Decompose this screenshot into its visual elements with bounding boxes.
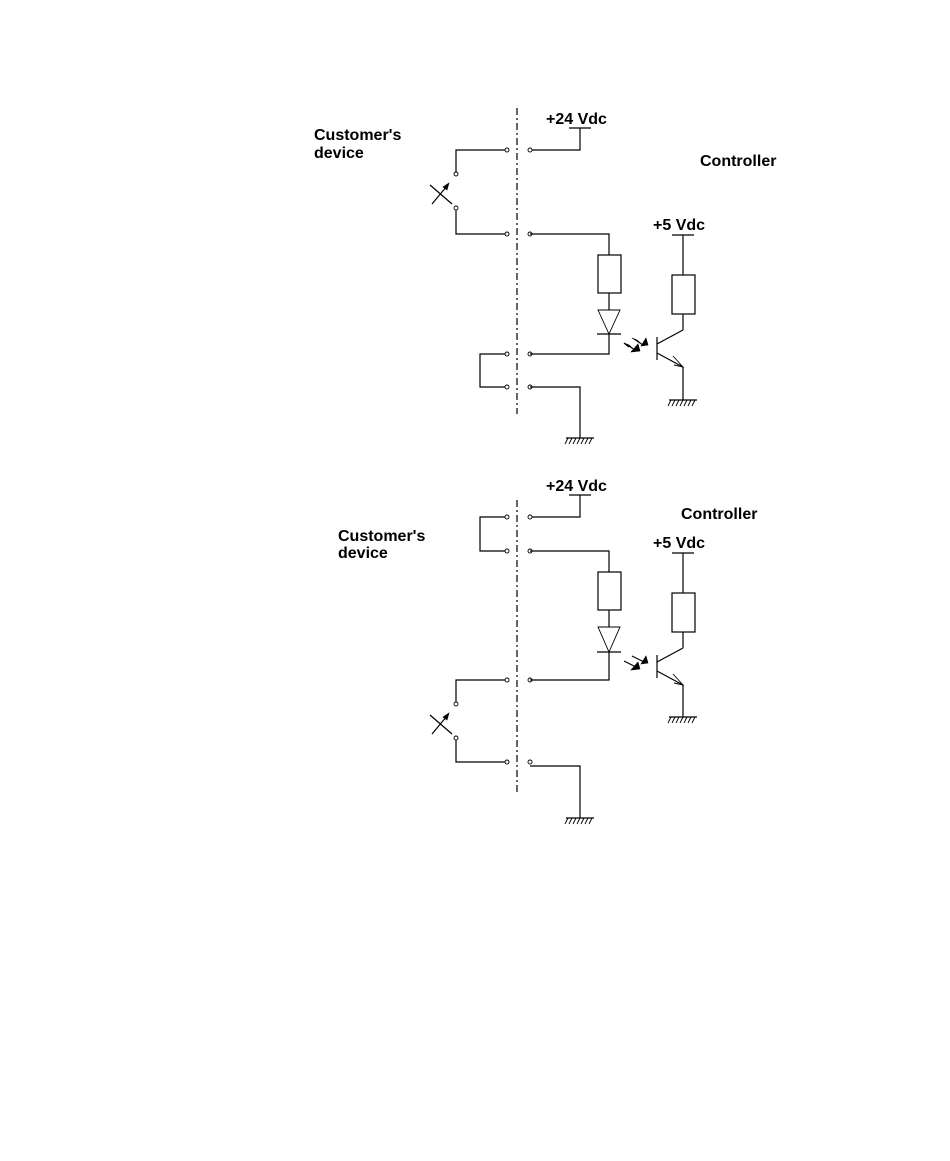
supply-24v-wire (530, 128, 580, 150)
diagram-1: Customer's device +24 Vdc Controller +5 … (314, 108, 776, 444)
switch-wire-bottom (456, 739, 507, 762)
controller-ground-icon (668, 717, 697, 723)
supply-24v-label: +24 Vdc (546, 478, 607, 495)
connector-terminals (505, 148, 532, 389)
controller-ground-icon (668, 400, 697, 406)
input-wire (530, 551, 609, 572)
ground-wire (530, 766, 580, 818)
supply-24v-label: +24 Vdc (546, 111, 607, 128)
connector-terminals (505, 515, 532, 764)
optocoupler-led-icon (597, 627, 648, 670)
phototransistor-icon (657, 330, 683, 367)
supply-24v-wire (530, 495, 580, 517)
led-return-wire (530, 652, 609, 680)
switch-wire-top (456, 150, 507, 172)
switch-wire-bottom (456, 209, 507, 234)
diagram-2: Customer's device +24 Vdc Controller +5 … (338, 478, 757, 824)
input-resistor (598, 255, 621, 293)
jumper-wire (480, 517, 507, 551)
switch-contact-icon (430, 172, 458, 210)
led-return-wire (530, 334, 609, 354)
switch-contact-icon (430, 702, 458, 740)
pullup-resistor (672, 275, 695, 314)
input-wire (530, 234, 609, 255)
ground-wire (530, 387, 580, 438)
ground-icon (565, 818, 594, 824)
optocoupler-led-icon (597, 310, 648, 352)
input-resistor (598, 572, 621, 610)
pullup-resistor (672, 593, 695, 632)
customer-device-label-line2: device (314, 145, 364, 162)
switch-wire-top (456, 680, 507, 702)
phototransistor-icon (657, 648, 683, 685)
supply-5v-label: +5 Vdc (653, 217, 705, 234)
customer-device-label-line1: Customer's (314, 127, 401, 144)
customer-device-label-line2: device (338, 545, 388, 562)
customer-device-label-line1: Customer's (338, 528, 425, 545)
controller-label: Controller (700, 153, 776, 170)
supply-5v-label: +5 Vdc (653, 535, 705, 552)
controller-label: Controller (681, 506, 757, 523)
jumper-wire (480, 354, 507, 387)
ground-icon (565, 438, 594, 444)
